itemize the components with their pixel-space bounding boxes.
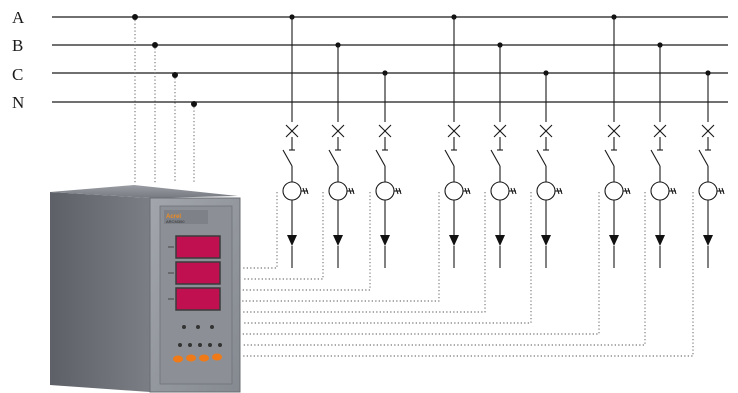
ct-lead-hash [673, 187, 677, 195]
meter-device: Acrel ARCM300 [50, 185, 241, 393]
current-transformer [698, 181, 718, 201]
current-transformer [328, 181, 348, 201]
ct-lead-hash [348, 187, 352, 195]
ct-lead-hash [513, 187, 517, 195]
ct-lead-hash [559, 187, 563, 195]
ct-wire-2 [242, 192, 324, 280]
meter-top [50, 185, 238, 198]
feeder-1 [282, 14, 309, 268]
tap-dot-n [191, 101, 197, 107]
meter-button-3[interactable] [199, 354, 209, 362]
feeder-6 [536, 70, 563, 268]
bus-label-a: A [12, 8, 25, 27]
switch-blade [444, 149, 455, 167]
switch-blade [698, 149, 709, 167]
load-arrow [609, 235, 619, 246]
ct-lead-hash [624, 187, 628, 195]
current-transformer [490, 181, 510, 201]
load-arrow [333, 235, 343, 246]
ct-lead-hash [670, 187, 674, 195]
voltage-taps [132, 14, 197, 183]
ct-lead-hash [398, 187, 402, 195]
display-1 [175, 235, 221, 259]
breaker-x-stroke [285, 124, 299, 138]
switch-blade [328, 149, 339, 167]
ct-lead-hash [395, 187, 399, 195]
load-arrow [495, 235, 505, 246]
load-arrow [541, 235, 551, 246]
feeder-2 [328, 42, 355, 268]
breaker-x-stroke [447, 124, 461, 138]
meter-side [50, 192, 150, 392]
ct-lead-hash [556, 187, 560, 195]
switch-blade [282, 149, 293, 167]
ct-wire-8 [242, 192, 646, 346]
switch-blade [536, 149, 547, 167]
meter-button-2[interactable] [186, 354, 196, 362]
ct-wire-6 [242, 192, 532, 324]
feeder-3 [375, 70, 402, 268]
current-transformer [604, 181, 624, 201]
meter-button-1[interactable] [173, 355, 183, 363]
tap-dot-c [172, 72, 178, 78]
load-arrow [449, 235, 459, 246]
breaker-x-stroke [539, 124, 553, 138]
current-transformer [444, 181, 464, 201]
switch-blade [490, 149, 501, 167]
ct-lead-hash [467, 187, 471, 195]
bus-label-c: C [12, 65, 23, 84]
switch-blade [604, 149, 615, 167]
breaker-x-stroke [331, 124, 345, 138]
breaker-x-stroke [653, 124, 667, 138]
load-arrow [287, 235, 297, 246]
meter-button-4[interactable] [212, 353, 222, 361]
ct-wire-3 [242, 192, 371, 291]
ct-wire-1 [242, 192, 278, 269]
ct-lead-hash [510, 187, 514, 195]
ct-lead-hash [351, 187, 355, 195]
load-arrow [380, 235, 390, 246]
feeder-9 [698, 70, 725, 268]
indicator-leds [178, 325, 222, 347]
display-2 [175, 261, 221, 285]
ct-lead-hash [302, 187, 306, 195]
bus-label-b: B [12, 36, 23, 55]
switch-blade [375, 149, 386, 167]
breaker-x-stroke [493, 124, 507, 138]
feeder-7 [604, 14, 631, 268]
ct-lead-hash [718, 187, 722, 195]
model-name: ARCM300 [166, 219, 185, 224]
ct-wire-9 [242, 192, 694, 357]
switch-blade [650, 149, 661, 167]
ct-lead-hash [721, 187, 725, 195]
ct-wire-4 [242, 192, 440, 302]
display-3 [175, 287, 221, 311]
feeder-4 [444, 14, 471, 268]
feeder-5 [490, 42, 517, 268]
breaker-x-stroke [607, 124, 621, 138]
breaker-x-stroke [378, 124, 392, 138]
ct-signal-wires [242, 192, 694, 357]
brand-name: Acrel [166, 214, 181, 220]
brand-plate [164, 210, 208, 224]
load-arrow [655, 235, 665, 246]
current-transformer [375, 181, 395, 201]
current-transformer [536, 181, 556, 201]
load-arrow [703, 235, 713, 246]
current-transformer [650, 181, 670, 201]
tap-dot-a [132, 14, 138, 20]
tap-dot-b [152, 42, 158, 48]
feeder-8 [650, 42, 677, 268]
ct-wire-5 [242, 192, 486, 313]
ct-lead-hash [464, 187, 468, 195]
feeder-branches [282, 14, 725, 268]
breaker-x-stroke [701, 124, 715, 138]
ct-lead-hash [627, 187, 631, 195]
current-transformer [282, 181, 302, 201]
bus-label-n: N [12, 93, 24, 112]
ct-lead-hash [305, 187, 309, 195]
